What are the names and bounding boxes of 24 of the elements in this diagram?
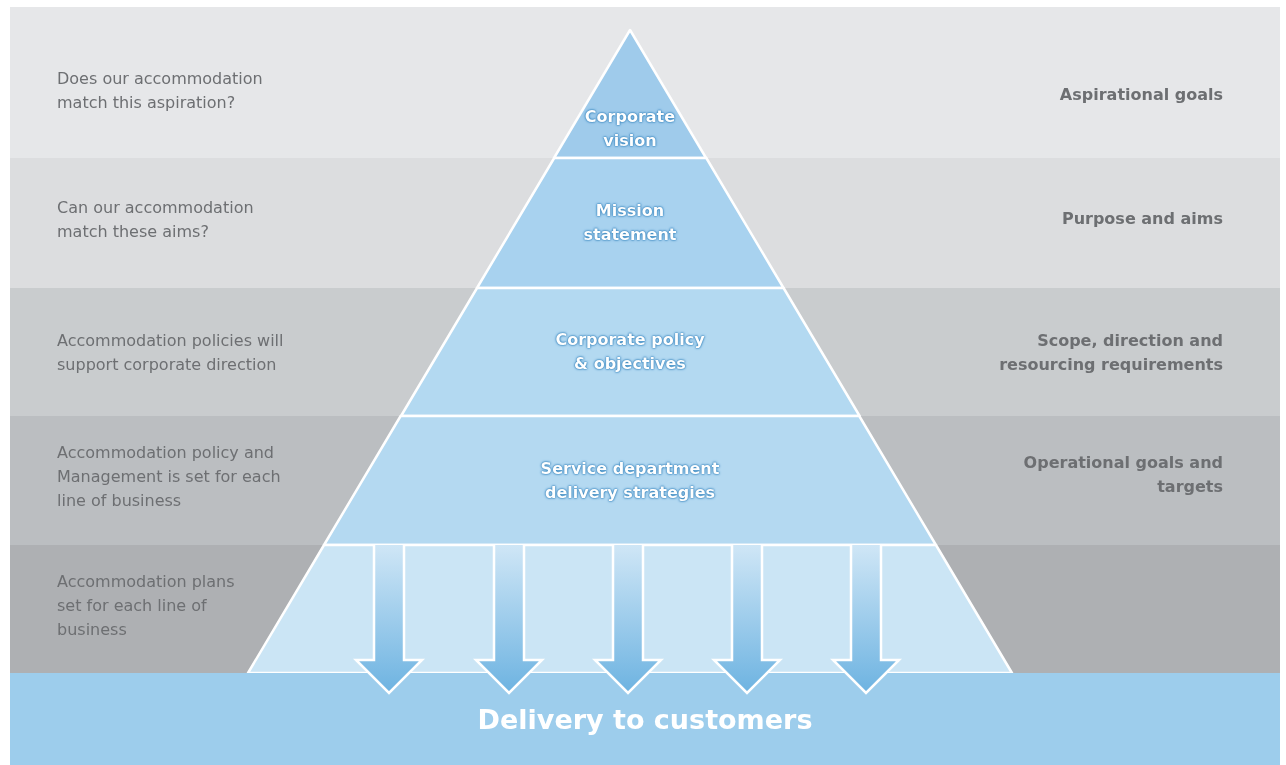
tier-label: Mission statement [582, 200, 678, 246]
band-row [10, 288, 1280, 416]
goal-text: Aspirational goals [1058, 84, 1223, 106]
down-arrow [711, 543, 783, 695]
down-arrow [592, 543, 664, 695]
question-text: Accommodation plans set for each line of business [57, 571, 236, 641]
band-row [10, 7, 1280, 158]
goal-text: Scope, direction and resourcing requirements [998, 330, 1223, 376]
tier-label: Corporate vision [583, 106, 677, 152]
band-row [10, 416, 1280, 545]
delivery-band [10, 673, 1280, 765]
question-text: Accommodation policies will support corporate direction [57, 330, 285, 376]
tier-label: Service department delivery strategies [539, 457, 721, 504]
question-text: Does our accommodation match this aspiration? [57, 68, 264, 114]
question-text: Can our accommodation match these aims? [57, 197, 255, 243]
goal-text: Operational goals and targets [1022, 452, 1223, 498]
down-arrow [473, 543, 545, 695]
band-row [10, 158, 1280, 288]
down-arrow [353, 543, 425, 695]
tier-label: Corporate policy & objectives [554, 329, 706, 375]
down-arrow [830, 543, 902, 695]
question-text: Accommodation policy and Management is set for each line of business [57, 442, 282, 512]
delivery-label: Delivery to customers [477, 703, 813, 735]
goal-text: Purpose and aims [1060, 208, 1223, 230]
